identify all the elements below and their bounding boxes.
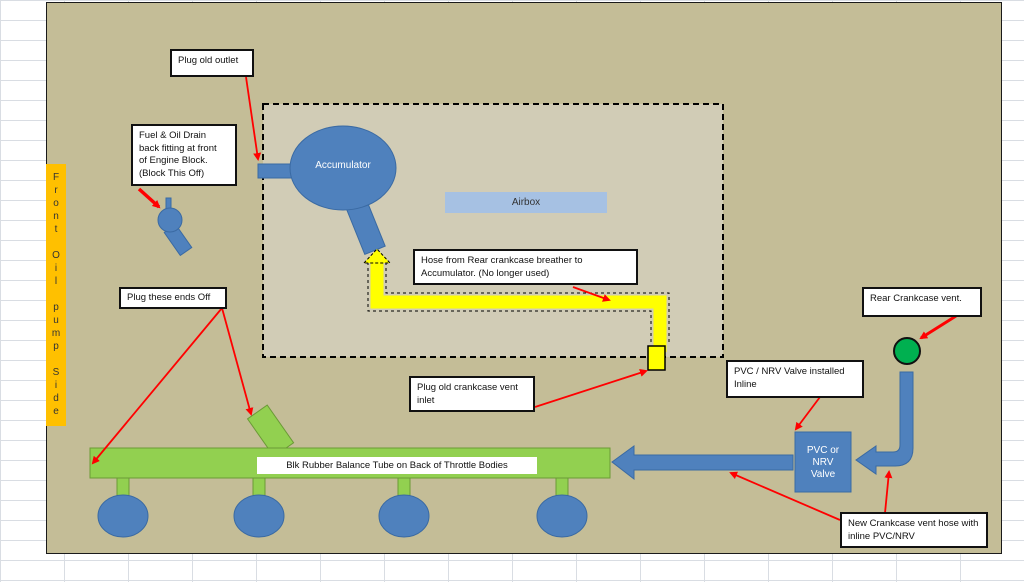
pointer-arrows: [91, 76, 957, 521]
vent-flow-arrow: [611, 445, 794, 481]
accumulator-outlet: [257, 163, 295, 179]
hose-arrow-head: [362, 248, 392, 264]
balance-tube-label: Blk Rubber Balance Tube on Back of Throt…: [257, 457, 537, 474]
accumulator: [289, 125, 397, 211]
callout-pvc-installed: PVC / NRV Valve installed Inline: [726, 360, 864, 398]
accumulator-label: Accumulator: [315, 160, 371, 171]
old-vent-inlet: [647, 345, 666, 371]
callout-new-vent-hose: New Crankcase vent hose with inline PVC/…: [840, 512, 988, 548]
callout-rear-crankcase-vent: Rear Crankcase vent.: [862, 287, 982, 317]
throttle-bodies: [97, 477, 588, 538]
pvc-valve-label: PVC or NRV Valve: [806, 445, 840, 480]
rear-breather-hose: [370, 262, 667, 352]
rear-vent-hose: [855, 371, 914, 475]
callout-plug-vent-inlet: Plug old crankcase vent inlet: [409, 376, 535, 412]
rear-crankcase-vent: [893, 337, 921, 365]
callout-fuel-oil-drain: Fuel & Oil Drain back fitting at front o…: [131, 124, 237, 186]
callout-plug-old-outlet: Plug old outlet: [170, 49, 254, 77]
pvc-valve: [794, 431, 852, 493]
front-oil-pump-side-label: Front Oil pump Side: [46, 164, 66, 426]
callout-plug-ends: Plug these ends Off: [119, 287, 227, 309]
callout-hose-rear-breather: Hose from Rear crankcase breather to Acc…: [413, 249, 638, 285]
drain-fitting: [157, 197, 193, 257]
airbox-label: Airbox: [445, 192, 607, 213]
